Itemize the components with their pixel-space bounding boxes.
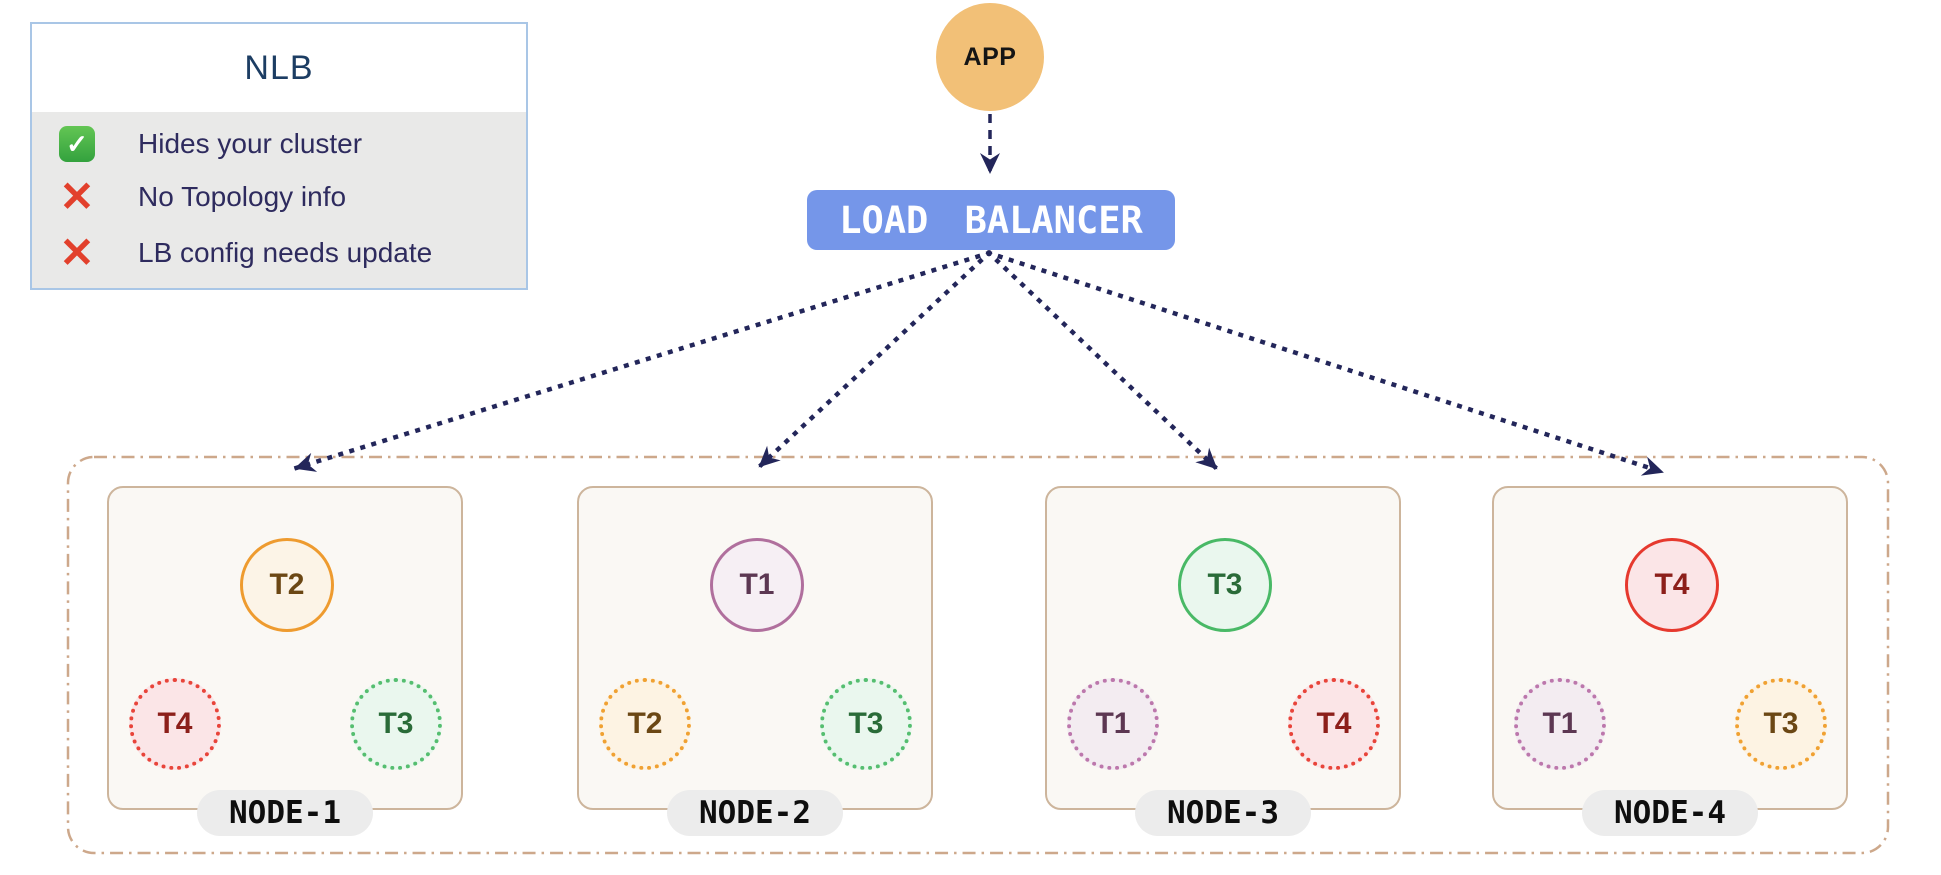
load-balancer: LOAD BALANCER [807,190,1175,250]
check-icon: ✓ [59,126,95,162]
app-label: APP [963,42,1017,71]
node-box-3: T3 T1 T4 NODE-3 [1045,486,1401,836]
load-balancer-label: LOAD BALANCER [839,198,1143,242]
arrow-lb-to-node-4 [986,250,1665,476]
node-label: NODE-2 [667,790,843,836]
legend-item: ✕ No Topology info [58,176,526,218]
legend-panel: NLB ✓ Hides your cluster ✕ No Topology i… [30,22,528,290]
pod-t2: T2 [599,678,691,770]
node-label: NODE-1 [197,790,373,836]
pod-t3: T3 [820,678,912,770]
pod-t2: T2 [240,538,334,632]
pod-t4: T4 [1288,678,1380,770]
legend-title: NLB [244,48,314,87]
node-box-4: T4 T1 T3 NODE-4 [1492,486,1848,836]
pod-t3: T3 [350,678,442,770]
cluster-boundary [66,455,1890,855]
legend-body: ✓ Hides your cluster ✕ No Topology info … [32,112,526,288]
cross-icon: ✕ [59,229,95,276]
node-label: NODE-3 [1135,790,1311,836]
pod-t1: T1 [710,538,804,632]
pod-t4: T4 [129,678,221,770]
legend-item: ✕ LB config needs update [58,232,526,274]
cross-icon: ✕ [59,173,95,220]
pod-t1: T1 [1514,678,1606,770]
node-box-1: T2 T4 T3 NODE-1 [107,486,463,836]
pod-t3: T3 [1735,678,1827,770]
legend-item-text: Hides your cluster [138,128,363,159]
node-label: NODE-4 [1582,790,1758,836]
pod-t3: T3 [1178,538,1272,632]
arrow-lb-to-node-2 [756,249,993,470]
node-box-2: T1 T2 T3 NODE-2 [577,486,933,836]
legend-item: ✓ Hides your cluster [58,126,526,162]
legend-item-text: No Topology info [138,181,347,212]
arrow-lb-to-node-3 [985,249,1220,472]
legend-item-text: LB config needs update [138,237,433,268]
pod-t1: T1 [1067,678,1159,770]
pod-t4: T4 [1625,538,1719,632]
app-node: APP [936,3,1044,111]
